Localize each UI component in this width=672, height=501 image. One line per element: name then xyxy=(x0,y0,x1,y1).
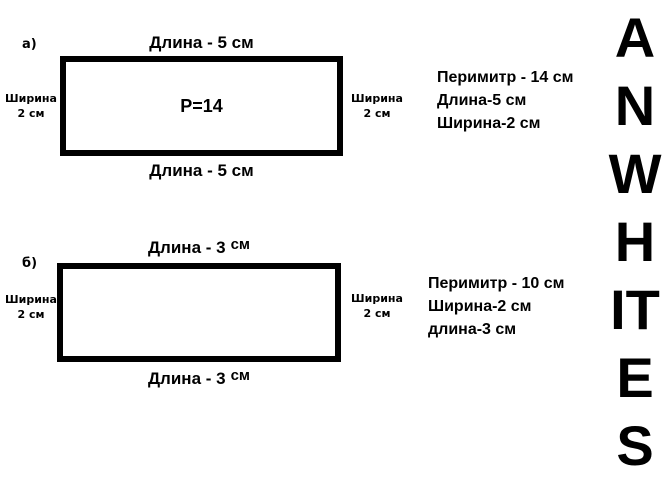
width-label-title: Ширина xyxy=(5,92,57,105)
watermark-letter: N xyxy=(614,74,656,137)
figure-b-marker: б) xyxy=(22,256,38,271)
figure-a-rectangle: P=14 xyxy=(60,56,343,156)
summary-length-line: Длина-5 см xyxy=(437,92,527,109)
figure-b-summary: Перимитр - 10 см Ширина-2 см длина-3 см xyxy=(428,272,564,341)
length-label-unit: см xyxy=(230,367,251,384)
figure-a-width-label-left: Ширина 2 см xyxy=(2,91,60,121)
figure-a-perimeter-value: P=14 xyxy=(180,95,223,116)
figure-b-rectangle xyxy=(57,263,341,362)
summary-perimeter-line: Перимитр - 14 см xyxy=(437,69,574,86)
watermark-letter: W xyxy=(608,142,662,205)
figure-b-width-label-left: Ширина 2 см xyxy=(2,292,60,322)
figure-b-width-label-right: Ширина 2 см xyxy=(348,291,406,321)
figure-a-length-label-bottom: Длина - 5 см xyxy=(149,161,254,180)
watermark-letter: S xyxy=(616,414,654,477)
summary-width-line: Ширина-2 см xyxy=(437,115,541,132)
summary-width-line: Ширина-2 см xyxy=(428,298,532,315)
watermark-letter: IT xyxy=(610,278,660,341)
watermark-letter: A xyxy=(614,6,656,69)
figure-a-width-label-right: Ширина 2 см xyxy=(348,91,406,121)
width-label-title: Ширина xyxy=(351,92,403,105)
width-label-value: 2 см xyxy=(363,107,391,120)
summary-perimeter-line: Перимитр - 10 см xyxy=(428,275,565,292)
watermark-letter-column: A N W H IT E S xyxy=(597,4,672,480)
summary-length-line: длина-3 см xyxy=(428,321,517,338)
figure-a-summary: Перимитр - 14 см Длина-5 см Ширина-2 см xyxy=(437,66,573,135)
width-label-value: 2 см xyxy=(17,308,45,321)
figure-a-marker: а) xyxy=(22,37,37,52)
watermark-letter: H xyxy=(614,210,656,273)
length-label-text: Длина - 3 xyxy=(147,238,226,257)
width-label-value: 2 см xyxy=(363,307,391,320)
width-label-title: Ширина xyxy=(351,292,403,305)
watermark-letter: E xyxy=(616,346,654,409)
length-label-unit: см xyxy=(230,236,251,253)
figure-a-length-label-top: Длина - 5 см xyxy=(149,33,254,52)
width-label-value: 2 см xyxy=(17,107,45,120)
length-label-text: Длина - 3 xyxy=(147,369,226,388)
width-label-title: Ширина xyxy=(5,293,57,306)
